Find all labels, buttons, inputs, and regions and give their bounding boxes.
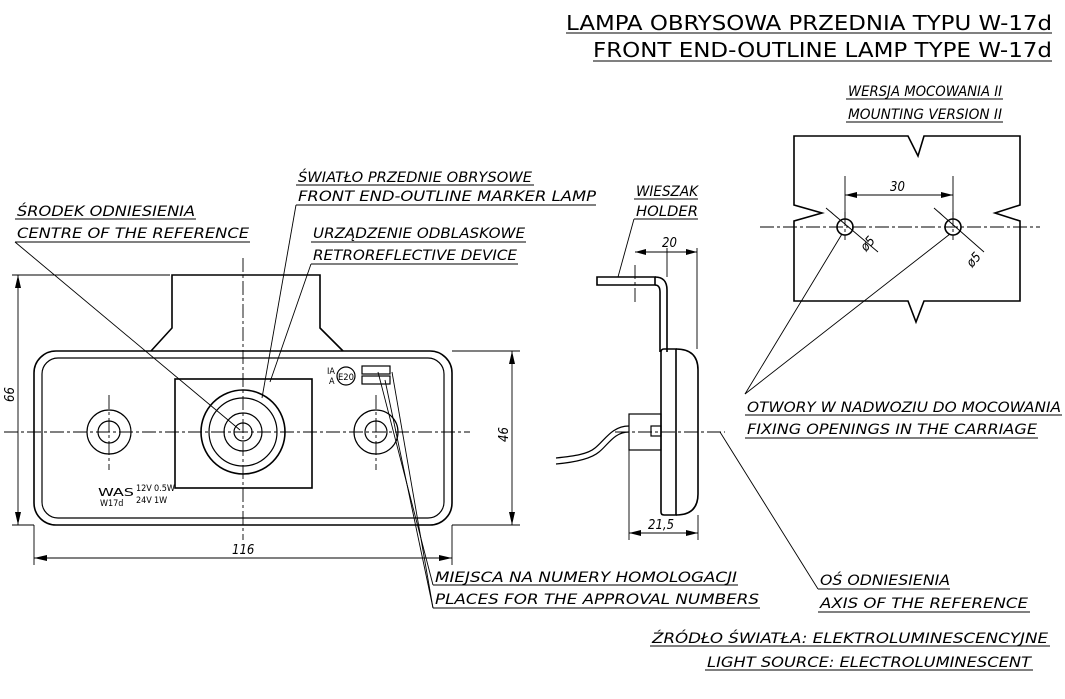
- label-openings-pl: OTWORY W NADWOZIU DO MOCOWANIA: [747, 400, 1061, 416]
- mark-ia: IA: [327, 367, 335, 377]
- mark-model: W17d: [100, 499, 123, 509]
- side-dimensions: 20 21,5: [628, 236, 699, 540]
- side-view: [555, 265, 725, 516]
- front-dimensions: 66 46 116: [3, 274, 520, 565]
- side-labels: WIESZAK HOLDER OŚ ODNIESIENIA AXIS OF TH…: [617, 184, 1030, 613]
- label-openings-en: FIXING OPENINGS IN THE CARRIAGE: [747, 422, 1037, 438]
- light-source-note: ŹRÓDŁO ŚWIATŁA: ELEKTROLUMINESCENCYJNE L…: [650, 629, 1050, 671]
- label-retro-pl: URZĄDZENIE ODBLASKOWE: [313, 226, 525, 242]
- label-marker-en: FRONT END-OUTLINE MARKER LAMP: [298, 189, 597, 205]
- label-axis-pl: OŚ ODNIESIENIA: [820, 571, 950, 589]
- title-block: LAMPA OBRYSOWA PRZEDNIA TYPU W-17d FRONT…: [566, 11, 1052, 62]
- label-holder-pl: WIESZAK: [636, 184, 700, 200]
- dim-hole-d2: ø5: [963, 250, 985, 272]
- mark-12v: 12V: [136, 484, 152, 494]
- mark-05w: 0.5W: [154, 484, 175, 494]
- label-approval-en: PLACES FOR THE APPROVAL NUMBERS: [435, 592, 759, 608]
- label-centre-pl: ŚRODEK ODNIESIENIA: [17, 202, 195, 220]
- label-source-pl: ŹRÓDŁO ŚWIATŁA: ELEKTROLUMINESCENCYJNE: [651, 629, 1048, 647]
- mark-brand: WAS: [98, 486, 134, 499]
- mounting-en: MOUNTING VERSION II: [848, 107, 1002, 123]
- mark-24v: 24V: [136, 496, 152, 506]
- label-source-en: LIGHT SOURCE: ELECTROLUMINESCENT: [707, 655, 1033, 671]
- title-pl: LAMPA OBRYSOWA PRZEDNIA TYPU W-17d: [566, 11, 1052, 35]
- title-en: FRONT END-OUTLINE LAMP TYPE W-17d: [593, 38, 1052, 62]
- label-holder-en: HOLDER: [636, 204, 698, 220]
- mark-e20: E20: [338, 373, 354, 383]
- dim-body-height: 46: [497, 427, 512, 442]
- mounting-view: 30 ø5 ø5: [760, 135, 1040, 325]
- label-centre-en: CENTRE OF THE REFERENCE: [17, 226, 249, 242]
- dim-holder-offset: 20: [662, 236, 677, 251]
- dim-depth: 21,5: [648, 518, 674, 533]
- mounting-labels: OTWORY W NADWOZIU DO MOCOWANIA FIXING OP…: [744, 233, 1062, 439]
- label-retro-en: RETROREFLECTIVE DEVICE: [313, 248, 517, 264]
- front-view: IA A E20 WAS 12V 0.5W W17d 24V 1W: [4, 258, 470, 540]
- mounting-pl: WERSJA MOCOWANIA II: [848, 84, 1002, 100]
- label-approval-pl: MIEJSCA NA NUMERY HOMOLOGACJI: [435, 570, 737, 586]
- dim-height-total: 66: [3, 387, 18, 402]
- label-marker-pl: ŚWIATŁO PRZEDNIE OBRYSOWE: [298, 168, 532, 186]
- front-labels: ŚWIATŁO PRZEDNIE OBRYSOWE FRONT END-OUTL…: [14, 168, 760, 609]
- dim-hole-spacing: 30: [890, 180, 905, 195]
- label-axis-en: AXIS OF THE REFERENCE: [819, 596, 1028, 612]
- mark-1w: 1W: [154, 496, 167, 506]
- dim-width-total: 116: [232, 543, 254, 558]
- mounting-version-label: WERSJA MOCOWANIA II MOUNTING VERSION II: [846, 84, 1003, 123]
- mark-a: A: [329, 377, 335, 387]
